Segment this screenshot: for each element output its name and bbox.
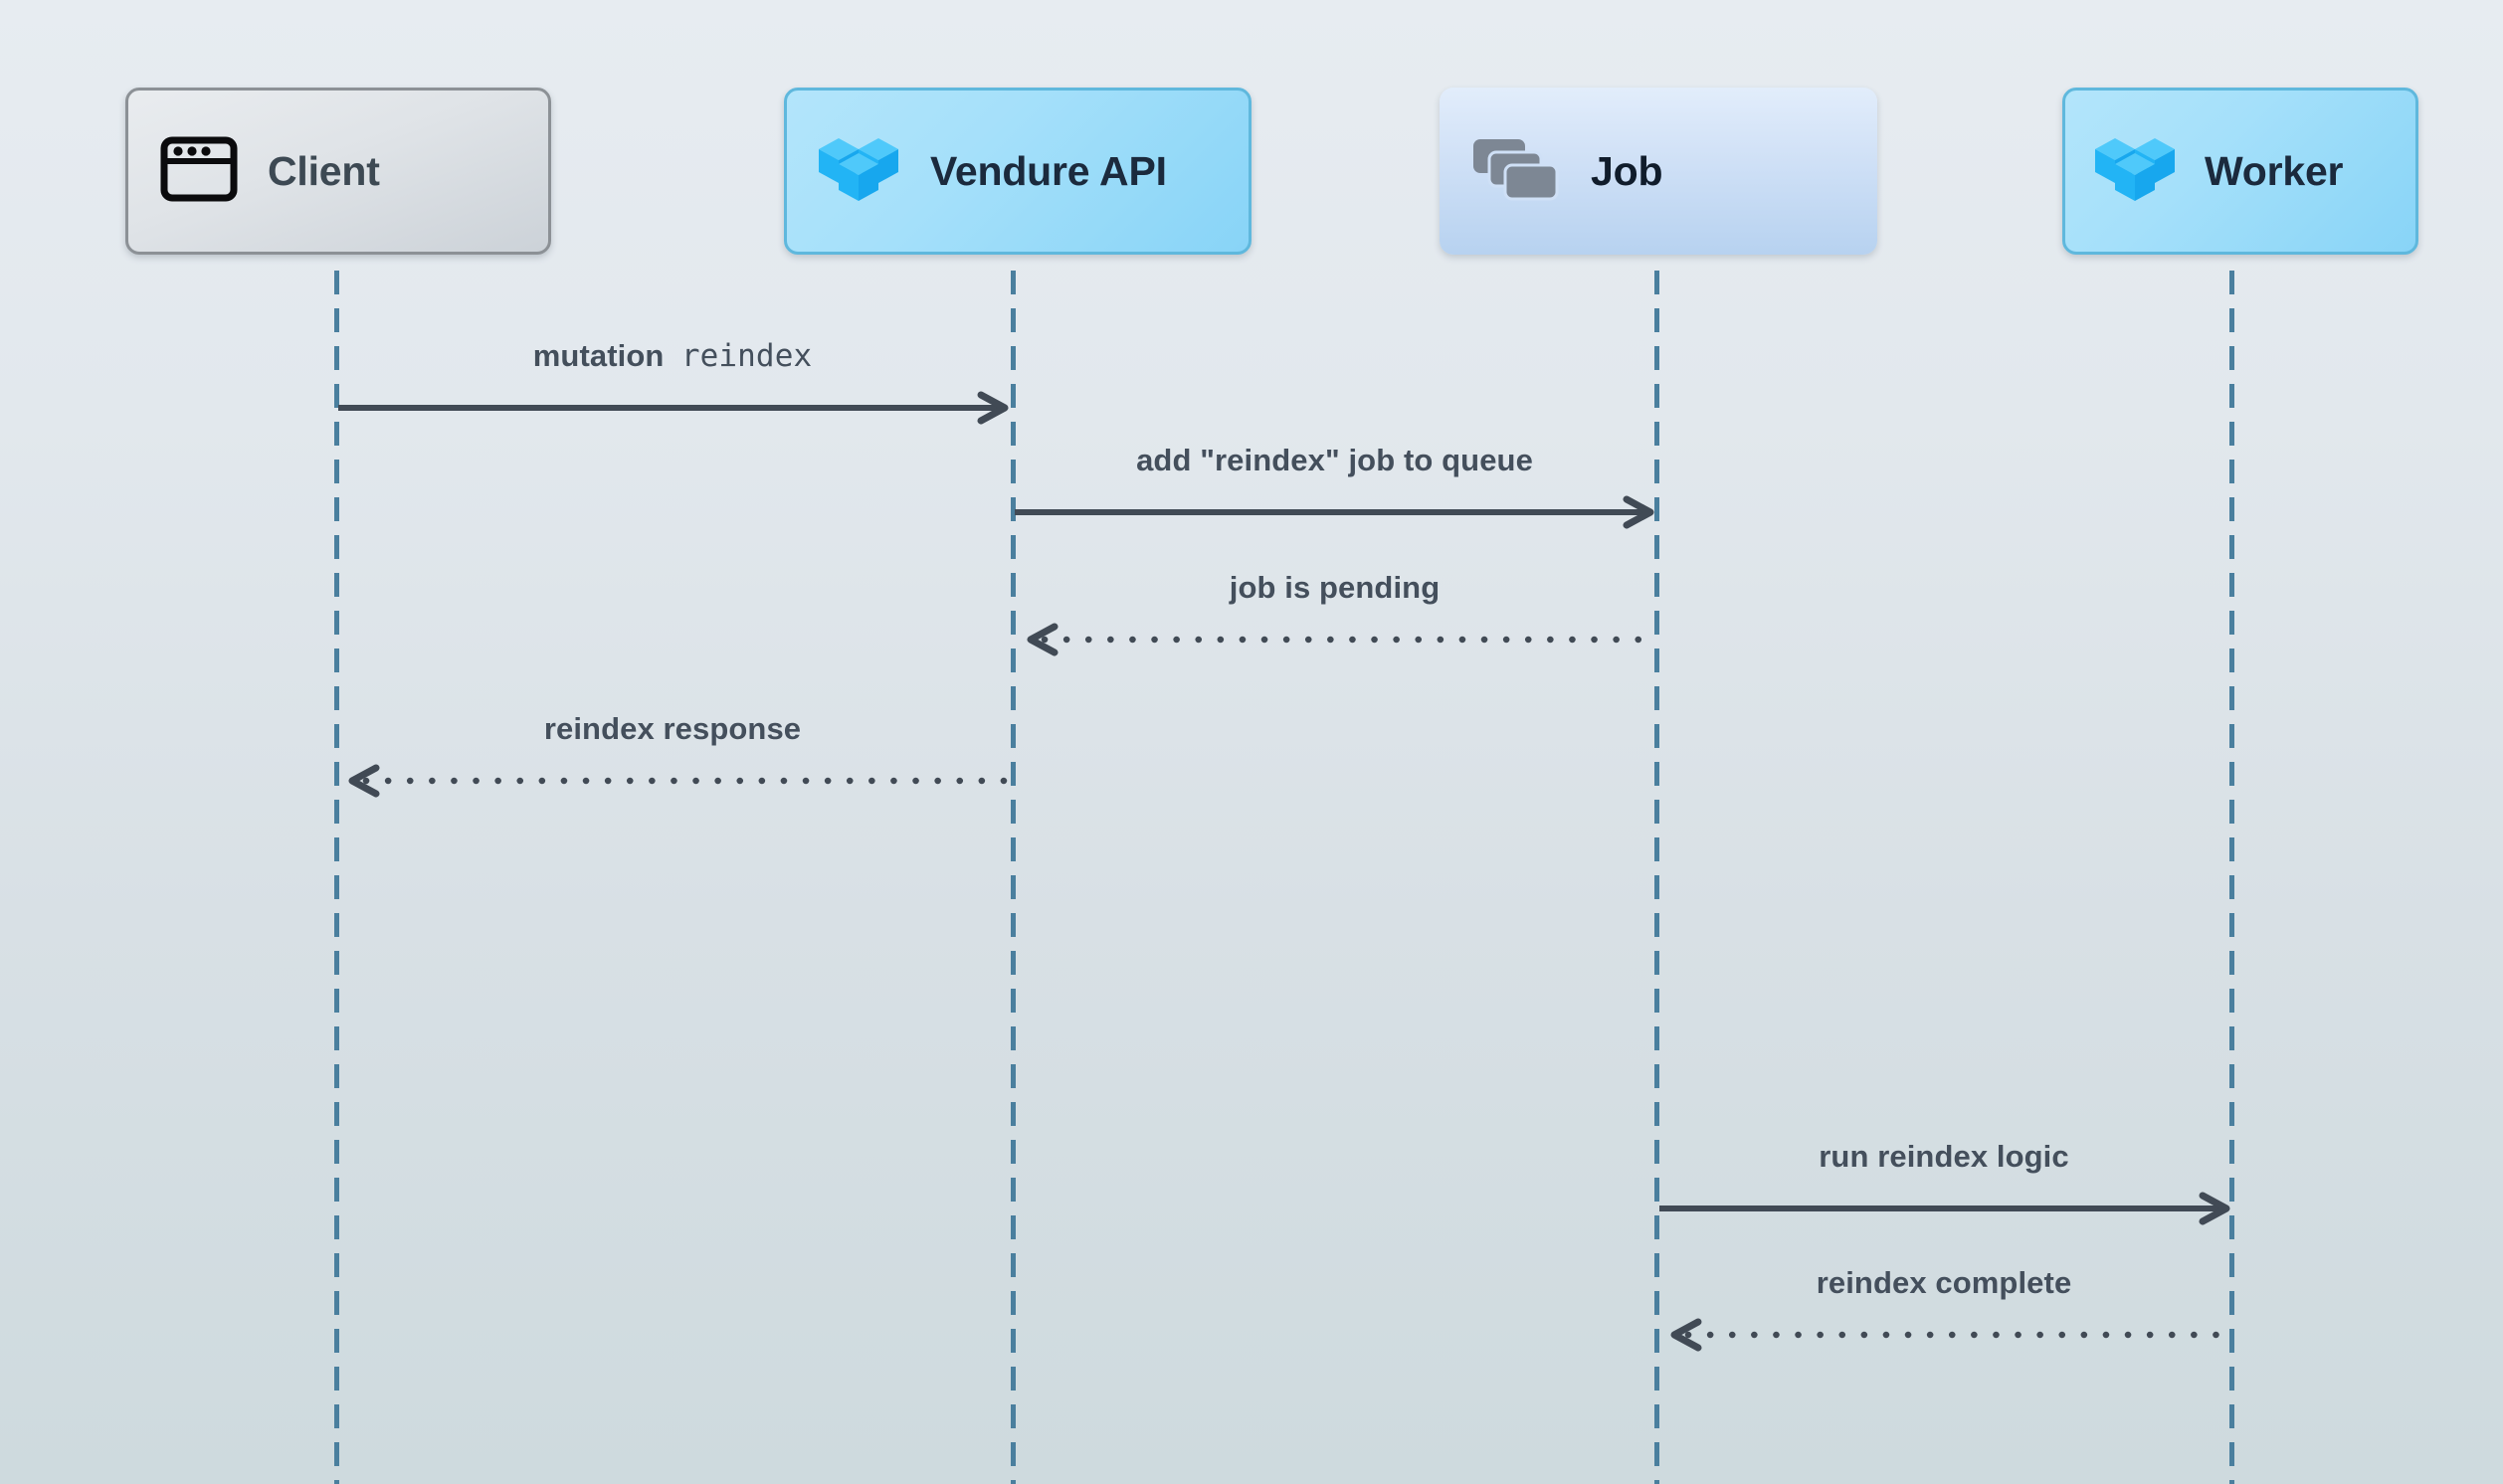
message-label-2: add "reindex" job to queue: [1136, 443, 1533, 477]
message-arrow-4: [348, 764, 1017, 798]
lifeline-job: [1654, 271, 1659, 1484]
stacked-cards-icon: [1469, 133, 1561, 210]
message-label-3: job is pending: [1229, 570, 1441, 605]
browser-window-icon: [160, 136, 238, 207]
participant-vendure-api[interactable]: Vendure API: [784, 88, 1252, 255]
message-arrow-3: [1027, 623, 1663, 656]
message-arrow-2: [1015, 495, 1656, 529]
message-1-code: reindex: [680, 338, 813, 374]
message-label-4: reindex response: [543, 711, 802, 746]
vendure-cubes-logo: [2089, 129, 2181, 214]
participant-client[interactable]: Client: [125, 88, 551, 255]
vendure-cubes-logo: [813, 129, 904, 214]
lifeline-worker: [2229, 271, 2234, 1484]
message-label-6: reindex complete: [1816, 1265, 2072, 1300]
message-1-text: mutation: [532, 338, 665, 373]
participant-job[interactable]: Job: [1440, 88, 1877, 255]
participant-label-vendure-api: Vendure API: [930, 147, 1167, 194]
message-arrow-6: [1670, 1318, 2237, 1352]
participant-label-worker: Worker: [2205, 147, 2344, 194]
lifeline-client: [334, 271, 339, 1484]
lifeline-vendure-api: [1011, 271, 1016, 1484]
participant-worker[interactable]: Worker: [2062, 88, 2418, 255]
message-label-1: mutation reindex: [334, 338, 1011, 374]
participant-label-client: Client: [268, 147, 380, 194]
message-arrow-1: [338, 391, 1011, 425]
participant-label-job: Job: [1591, 147, 1663, 194]
message-label-5: run reindex logic: [1819, 1139, 2069, 1174]
message-arrow-5: [1659, 1192, 2232, 1225]
